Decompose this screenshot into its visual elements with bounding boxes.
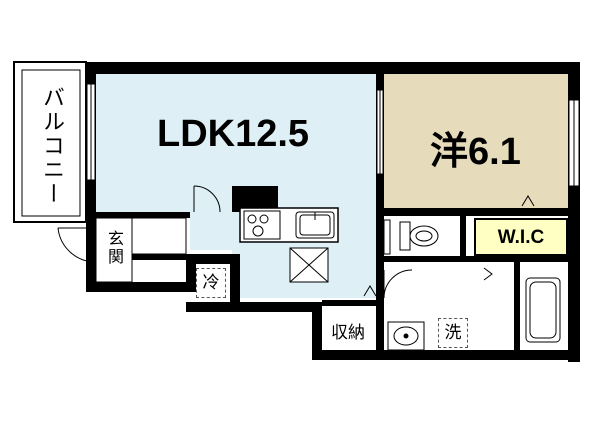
balcony-inner [21,69,81,217]
balcony-label: バルコニー [39,86,64,206]
entrance-label: 玄関 [105,230,124,266]
western-door-arrow [521,195,535,207]
storage-area [322,306,376,350]
washer-box: 洗 [438,318,468,348]
toilet-icon [399,221,439,251]
toilet-door [383,219,391,255]
entrance-area [95,217,133,283]
right-window [568,99,580,187]
entrance-step [131,217,187,255]
ldk-label: LDK12.5 [157,113,310,155]
washer-label: 洗 [444,322,462,343]
sink-icon [295,211,335,239]
ldk-door-swing-icon [193,185,221,213]
washbasin-icon [387,321,425,351]
washroom-arrow [483,267,493,281]
ldk-arrow [363,285,377,297]
ventilation-icon [289,247,329,283]
wic-label: W.I.C [497,226,545,248]
bathtub-icon [525,277,561,343]
balcony-window [86,83,96,181]
washroom-door-swing-icon [383,269,413,299]
storage-label: 収納 [331,323,365,343]
entrance-door-swing-icon [57,227,97,263]
western-fill [384,74,568,212]
fridge-label: 冷 [202,272,220,293]
fridge-box: 冷 [196,268,226,298]
sliding-door [376,89,384,175]
wic-box: W.I.C [474,218,568,256]
western-label: 洋6.1 [430,131,521,173]
stove-icon [243,210,281,240]
